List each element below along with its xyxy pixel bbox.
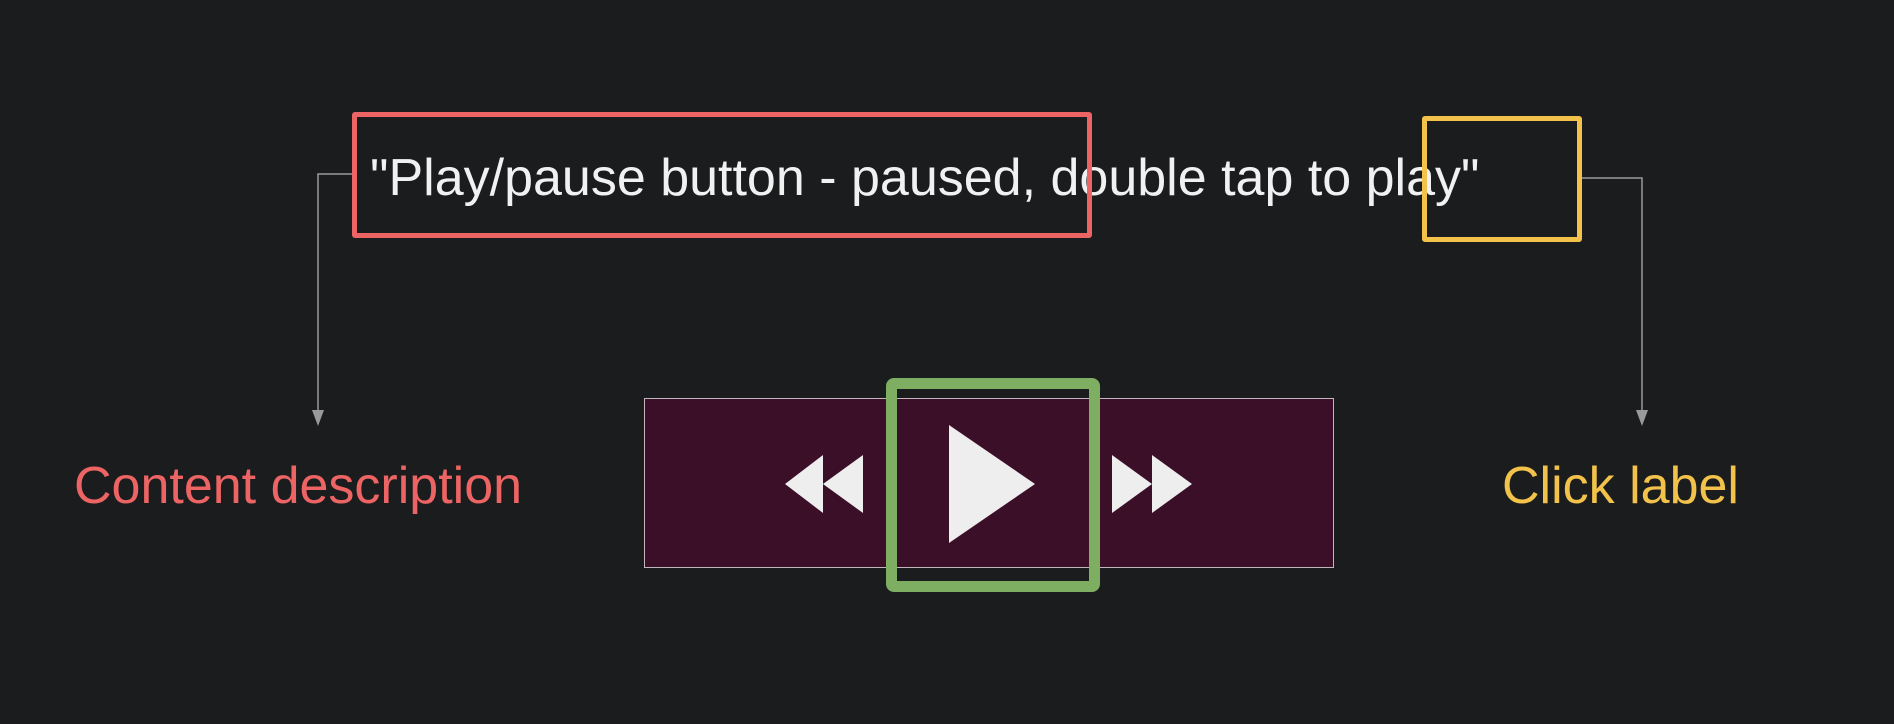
fast-forward-icon — [1112, 455, 1192, 513]
media-player-controls — [644, 398, 1334, 568]
click-label-label: Click label — [1502, 457, 1739, 515]
click-label-arrowhead — [1636, 410, 1648, 426]
announcement-phrase: "Play/pause button - paused, double tap … — [370, 148, 1480, 208]
play-icon — [949, 425, 1035, 543]
click-label-connector — [1582, 177, 1643, 414]
rewind-icon — [785, 455, 863, 513]
rewind-button[interactable] — [785, 455, 865, 513]
content-description-label: Content description — [74, 457, 523, 515]
content-description-arrowhead — [312, 410, 324, 426]
middle-text: double tap to — [1036, 149, 1366, 207]
content-description-connector — [317, 173, 352, 414]
fast-forward-button[interactable] — [1112, 455, 1192, 513]
play-button[interactable] — [945, 425, 1035, 543]
content-description-text: "Play/pause button - paused, — [370, 149, 1037, 207]
click-label-text: play" — [1365, 149, 1480, 207]
